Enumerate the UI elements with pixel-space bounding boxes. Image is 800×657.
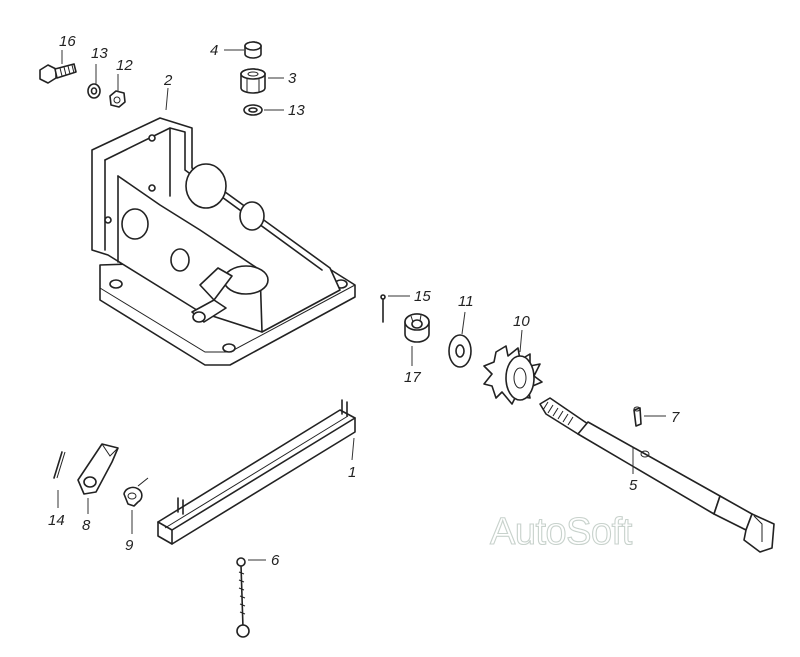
callout-15: 15 [414, 288, 431, 305]
part-14-pin [53, 451, 66, 479]
part-10-gear [483, 345, 543, 405]
callout-2: 2 [163, 72, 173, 89]
watermark: AutoSoft [490, 511, 633, 553]
part-7-pin [633, 406, 642, 427]
part-13-washer-left [87, 83, 101, 99]
part-4-cap [244, 41, 262, 59]
part-13-washer-right [243, 104, 263, 116]
leader-lines [57, 49, 666, 561]
callout-11: 11 [458, 293, 474, 310]
part-3-bushing [240, 68, 266, 94]
callout-12: 12 [116, 57, 133, 74]
callout-3: 3 [288, 70, 297, 87]
part-2-bracket [91, 117, 356, 366]
part-6-rod [236, 557, 250, 638]
callout-4: 4 [210, 42, 218, 59]
callout-9: 9 [125, 537, 134, 554]
callout-1: 1 [348, 464, 356, 481]
callout-13-left: 13 [91, 45, 108, 62]
callout-14: 14 [48, 512, 65, 529]
callout-7: 7 [671, 409, 680, 426]
callout-labels: 16 13 12 2 4 3 13 15 17 11 10 7 5 1 6 14… [48, 33, 680, 569]
part-16-bolt [39, 63, 77, 84]
callout-13-right: 13 [288, 102, 305, 119]
callout-6: 6 [271, 552, 280, 569]
part-11-washer [448, 334, 472, 368]
callout-17: 17 [404, 369, 421, 386]
callout-5: 5 [629, 477, 638, 494]
part-15-pin [380, 294, 386, 323]
part-17-castle-nut [404, 313, 430, 343]
callout-16: 16 [59, 33, 76, 50]
callout-10: 10 [513, 313, 530, 330]
part-12-nut [109, 90, 126, 108]
part-8-clevis [77, 443, 119, 495]
part-9-spring-clip [123, 477, 149, 507]
part-5-shaft [539, 397, 775, 553]
callout-8: 8 [82, 517, 91, 534]
part-1-rail [157, 399, 356, 545]
